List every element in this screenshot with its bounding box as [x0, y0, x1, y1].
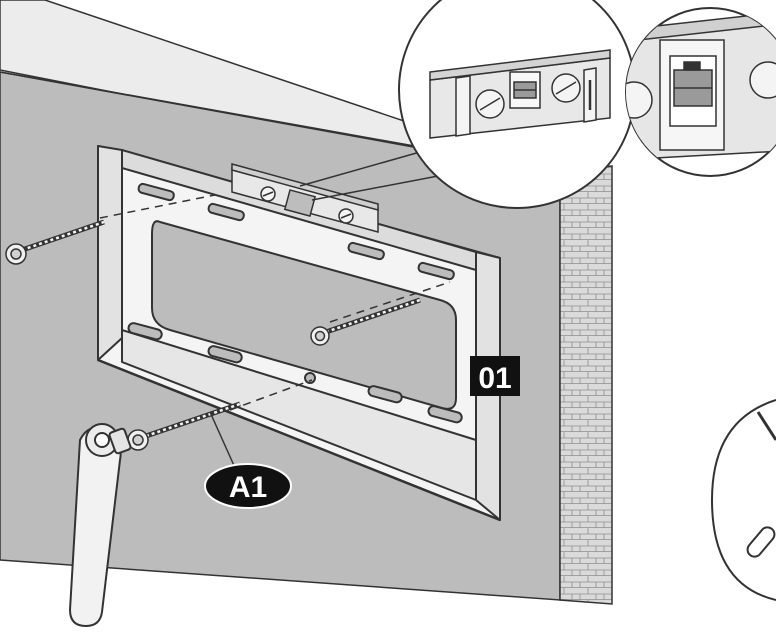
lag-screw-upper-left	[5, 219, 105, 265]
bubble-closeup-magnifier	[625, 7, 776, 177]
screw-guide-lines	[99, 194, 451, 411]
screw-callout: A1	[204, 411, 292, 509]
socket-wrench	[69, 423, 132, 627]
step-number-badge: 01	[470, 356, 520, 396]
step-number-label: 01	[478, 362, 511, 395]
partial-detail-magnifier	[710, 399, 776, 601]
bubble-level	[231, 163, 379, 233]
lag-screw-middle	[310, 297, 421, 346]
wall-cross-section-brick	[559, 165, 613, 605]
level-detail-magnifier	[398, 0, 636, 209]
screw-callout-label: A1	[229, 471, 267, 504]
